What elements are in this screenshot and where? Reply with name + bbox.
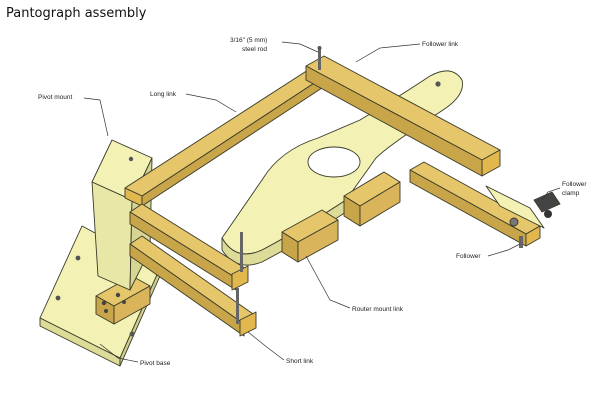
label-follower-clamp-line1: Follower [562, 181, 587, 188]
labels: 3/16" (5 mm) steel rod Follower link Lon… [38, 37, 587, 367]
follower-link [305, 55, 501, 177]
label-steel-rod-line1: 3/16" (5 mm) [230, 37, 267, 44]
label-long-link: Long link [150, 91, 177, 98]
label-pivot-mount: Pivot mount [38, 94, 73, 101]
leader-lines [83, 41, 561, 363]
label-follower-clamp-line2: clamp [562, 190, 580, 197]
follower-arm [409, 161, 545, 247]
follower-clamp [533, 191, 561, 218]
label-short-link: Short link [286, 358, 314, 365]
label-follower-link: Follower link [422, 41, 459, 48]
page-title: Pantograph assembly [6, 6, 147, 21]
steel-rods [236, 46, 322, 324]
pivot-block [95, 275, 151, 325]
label-pivot-base: Pivot base [140, 360, 171, 367]
label-steel-rod-line2: steel rod [242, 46, 267, 53]
label-router-mount-link: Router mount link [352, 306, 404, 313]
label-follower: Follower [456, 253, 481, 260]
router-mount-blocks [281, 171, 401, 263]
short-link [129, 203, 257, 337]
follower-pin [509, 217, 523, 248]
